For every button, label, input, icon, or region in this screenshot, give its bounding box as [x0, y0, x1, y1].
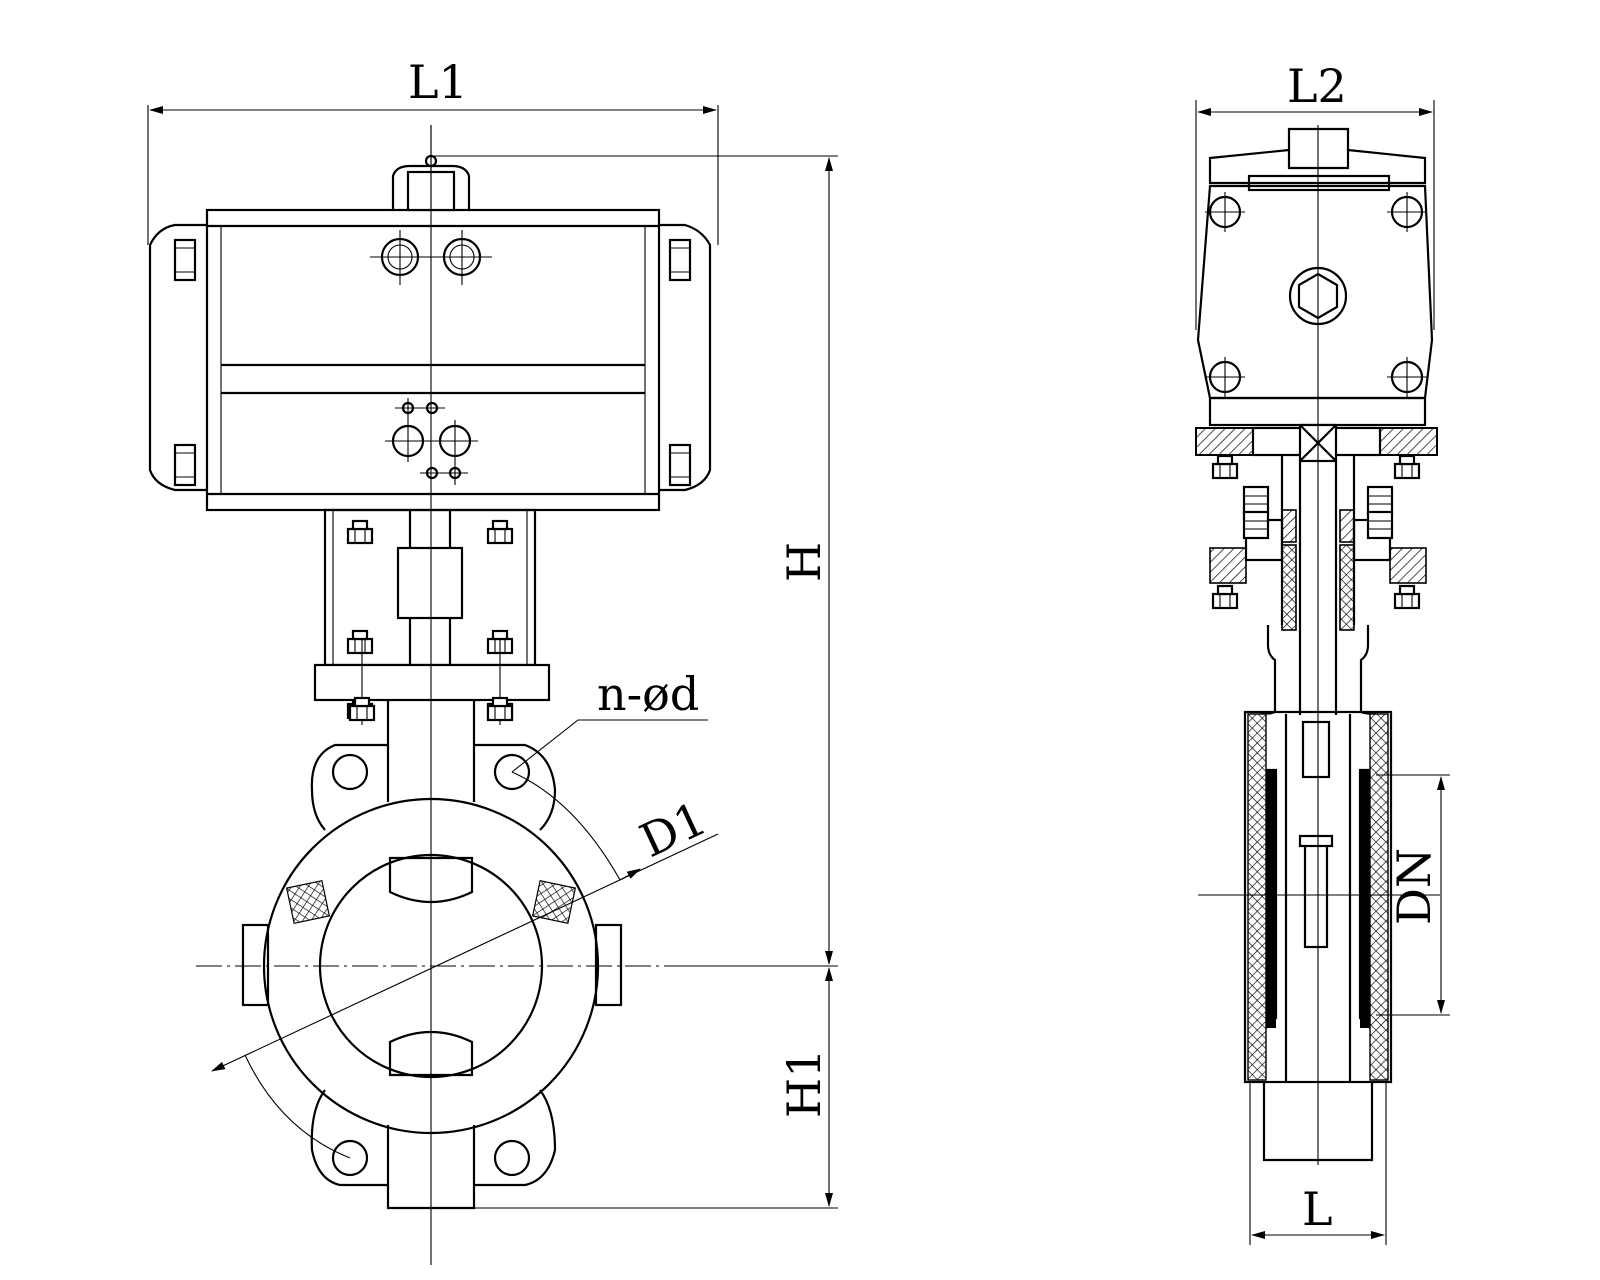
l-label: L [1302, 1182, 1333, 1236]
dn-dimension [1376, 774, 1450, 1016]
actuator-side-bolts [1205, 192, 1427, 397]
disc-stem-pieces [1298, 720, 1334, 949]
lug-body-outline [310, 743, 557, 1187]
d1-dimension-line [211, 833, 719, 1072]
actuator-end-cap-left [148, 223, 207, 492]
actuator-end-cap-right [658, 223, 712, 492]
d1-dimension-tick [619, 868, 641, 881]
valve-stem [1298, 461, 1338, 715]
h1-label: H1 [777, 1049, 831, 1118]
bolt-hole-leader [511, 719, 708, 773]
h-label: H [777, 542, 831, 582]
packing-gland [1209, 509, 1427, 631]
l1-dimension [147, 105, 719, 245]
dn-label: DN [1387, 848, 1441, 925]
side-bosses [241, 923, 623, 1007]
l2-label: L2 [1287, 59, 1347, 113]
end-cap-bolts [173, 238, 692, 487]
disc-edges [388, 856, 474, 1077]
valve-neck [386, 700, 476, 802]
l-dimension [1249, 1082, 1387, 1245]
lug-holes [331, 753, 531, 1177]
top-flange [313, 640, 551, 725]
bolt-circle-arc-upper [511, 771, 621, 881]
h-dimension [431, 155, 838, 1209]
bolt-circle-arc-lower [244, 1054, 351, 1159]
l2-dimension [1195, 100, 1435, 330]
side-view: L2 DN L [1195, 59, 1450, 1245]
l1-label: L1 [408, 55, 468, 109]
d1-label: D1 [632, 791, 715, 868]
mounting-bracket [323, 508, 537, 667]
front-view: D1 n-ød L1 H H1 [147, 55, 838, 1265]
air-ports-upper [370, 230, 492, 285]
air-ports-lower [385, 398, 478, 485]
bolt-holes-label: n-ød [597, 667, 699, 721]
seat-texture-left [285, 879, 331, 925]
seat-texture-right [531, 879, 577, 925]
actuator-body [205, 208, 661, 512]
